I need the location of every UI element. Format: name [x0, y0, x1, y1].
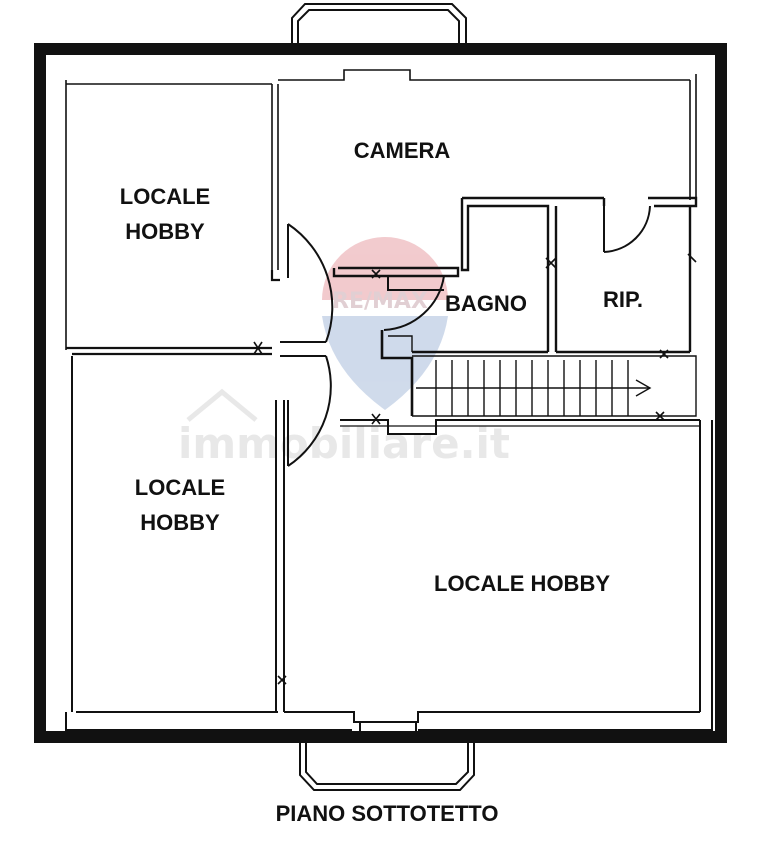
- door-swing-bagno: [383, 275, 445, 331]
- door-swing-lower: [280, 355, 332, 467]
- door-swing-upper: [280, 223, 334, 343]
- immobiliare-watermark-text: immobiliare.it: [178, 419, 510, 468]
- wall-camera-bagno: [332, 196, 698, 354]
- room-label-hobby-sw-line1: LOCALE: [135, 475, 225, 500]
- bay-window-bottom: [299, 742, 475, 791]
- room-label-bagno: BAGNO: [445, 291, 527, 316]
- wall-se-room: [65, 419, 713, 739]
- wall-sw-room: [71, 356, 285, 713]
- door-swing-rip: [603, 198, 651, 253]
- room-label-rip: RIP.: [603, 287, 643, 312]
- wall-nw-room: [66, 270, 280, 356]
- room-label-hobby-se: LOCALE HOBBY: [434, 571, 610, 596]
- immobiliare-watermark: immobiliare.it: [178, 388, 510, 468]
- remax-watermark-text: RE/MAX: [332, 289, 428, 314]
- wall-break-marks: [253, 253, 697, 685]
- inner-wall-outline: [65, 69, 697, 350]
- remax-watermark: RE/MAX: [322, 237, 448, 410]
- staircase: [380, 330, 697, 417]
- room-label-camera: CAMERA: [354, 138, 451, 163]
- room-label-hobby-nw-line2: HOBBY: [125, 219, 205, 244]
- bay-window-top: [291, 3, 467, 46]
- room-label-hobby-nw-line1: LOCALE: [120, 184, 210, 209]
- floor-title: PIANO SOTTOTETTO: [276, 801, 499, 826]
- room-label-hobby-sw-line2: HOBBY: [140, 510, 220, 535]
